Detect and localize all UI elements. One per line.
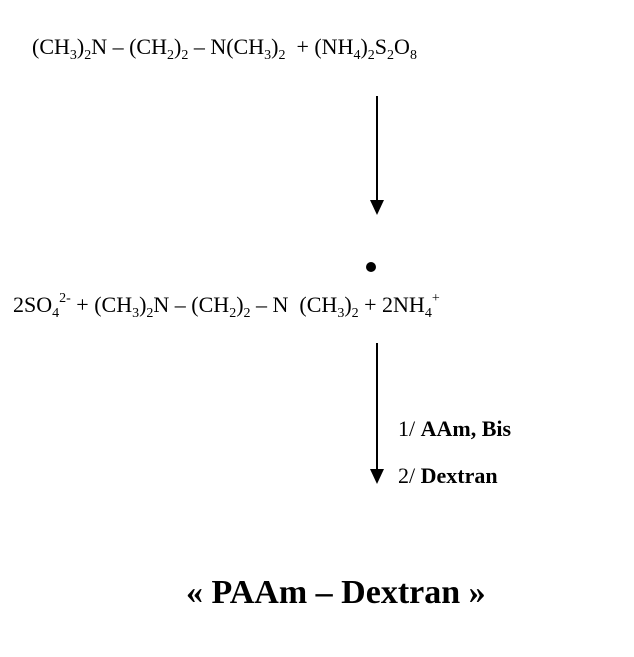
step-reagents: AAm, Bis <box>420 416 512 441</box>
subscript: 8 <box>409 48 417 63</box>
subscript: 2 <box>243 306 251 321</box>
subscript: 2 <box>146 306 154 321</box>
reaction-step-1: 1/ AAm, Bis <box>398 416 511 442</box>
product-text: + (CH <box>70 292 133 317</box>
step-number: 2/ <box>398 463 421 488</box>
superscript: + <box>431 291 440 306</box>
subscript: 3 <box>264 48 272 63</box>
reaction-step-2: 2/ Dextran <box>398 463 498 489</box>
persulfate-text: O <box>394 34 410 59</box>
product-text: ) <box>139 292 147 317</box>
arrow-shaft <box>376 96 378 202</box>
amine-text: (CH <box>32 34 70 59</box>
subscript: 3 <box>337 306 345 321</box>
subscript: 2 <box>351 306 359 321</box>
reaction-arrow-down <box>367 343 387 485</box>
product-text: N – (CH <box>153 292 230 317</box>
subscript: 3 <box>69 48 77 63</box>
product-text: + 2NH <box>358 292 425 317</box>
subscript: 2 <box>167 48 174 63</box>
step-number: 1/ <box>398 416 421 441</box>
persulfate-text: S <box>374 34 388 59</box>
persulfate-text: ) <box>360 34 368 59</box>
plus-sign: + <box>285 34 315 59</box>
amine-text: ) <box>271 34 279 59</box>
subscript: 4 <box>424 306 432 321</box>
product-text: ) <box>344 292 352 317</box>
arrow-shaft <box>376 343 378 471</box>
sulfate-text: 2SO <box>13 292 53 317</box>
reaction-arrow-down <box>367 96 387 216</box>
arrow-head-icon <box>370 469 384 484</box>
final-product-label: « PAAm – Dextran » <box>186 574 486 611</box>
superscript: 2- <box>59 291 71 306</box>
subscript: 4 <box>52 306 60 321</box>
amine-text: N – (CH <box>91 34 167 59</box>
persulfate-text: (NH <box>314 34 354 59</box>
subscript: 2 <box>84 48 92 63</box>
subscript: 2 <box>367 48 375 63</box>
amine-text: ) <box>174 34 182 59</box>
step-reagents: Dextran <box>420 463 498 488</box>
radical-dot-icon <box>366 262 376 272</box>
reactant-equation: (CH3)2N – (CH2)2 – N(CH3)2 + (NH4)2S2O8 <box>32 34 417 63</box>
product-text: – N (CH <box>250 292 338 317</box>
product-equation: 2SO42- + (CH3)2N – (CH2)2 – N (CH3)2 + 2… <box>13 291 440 321</box>
subscript: 4 <box>353 48 361 63</box>
subscript: 2 <box>181 48 189 63</box>
amine-text: – N(CH <box>188 34 265 59</box>
subscript: 2 <box>387 48 395 63</box>
subscript: 3 <box>132 306 140 321</box>
amine-text: ) <box>76 34 85 59</box>
subscript: 2 <box>278 48 286 63</box>
subscript: 2 <box>229 306 237 321</box>
product-text: ) <box>236 292 244 317</box>
arrow-head-icon <box>370 200 384 215</box>
